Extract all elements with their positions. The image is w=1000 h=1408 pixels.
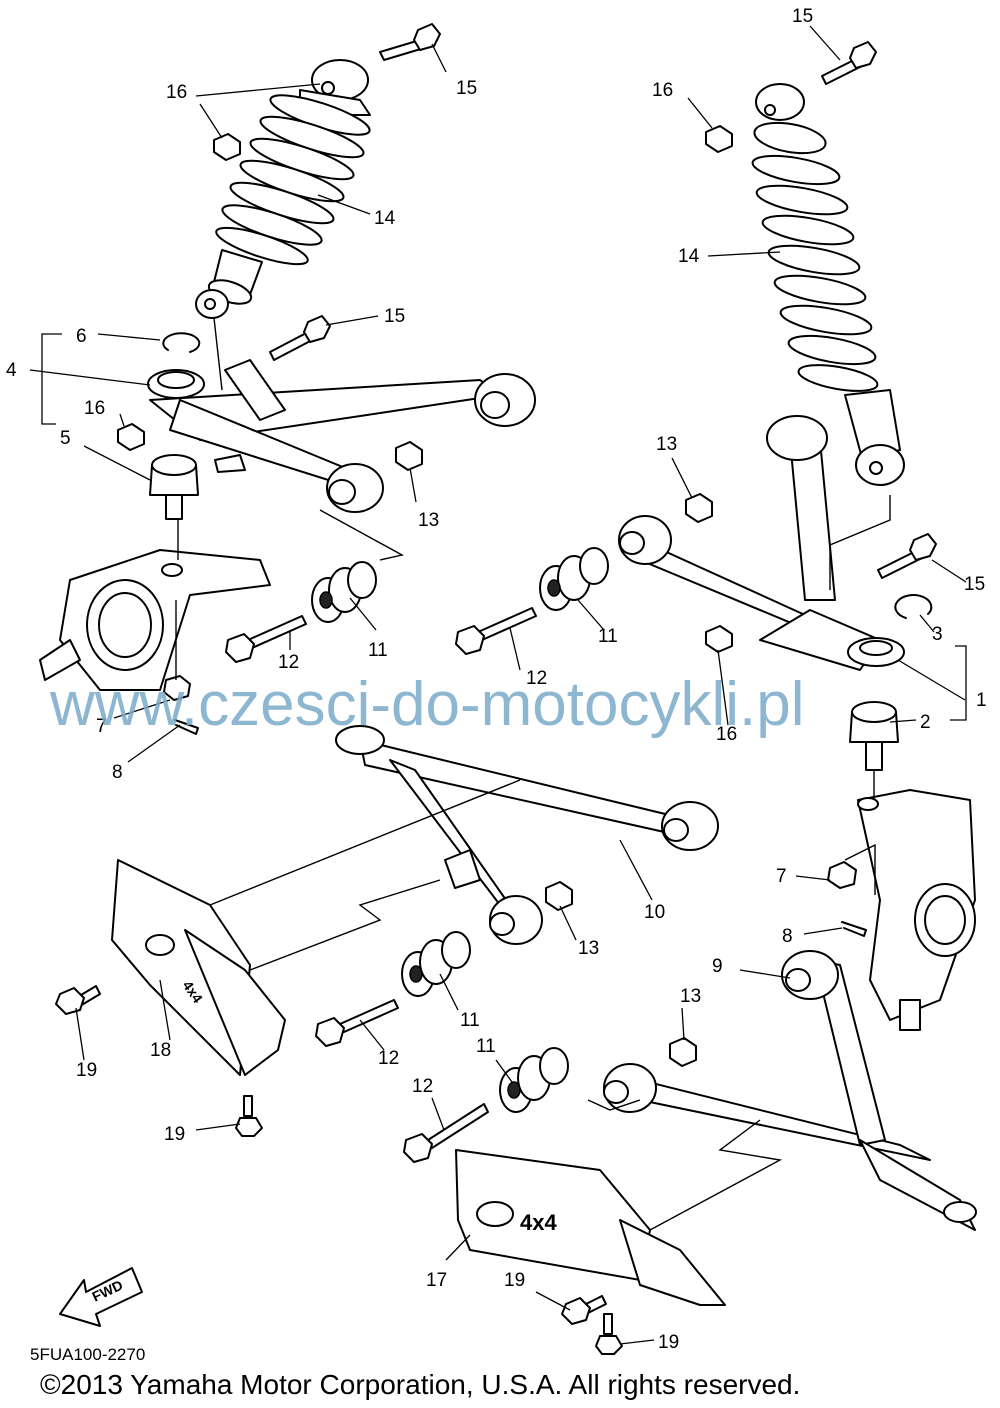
left-lower-nut-13 bbox=[545, 881, 573, 911]
left-shock-nut bbox=[213, 133, 241, 161]
label-7: 7 bbox=[96, 716, 107, 737]
label-12: 12 bbox=[378, 1048, 399, 1069]
left-lower-bushing bbox=[401, 931, 471, 997]
right-circlip bbox=[894, 594, 933, 619]
label-19: 19 bbox=[658, 1332, 679, 1353]
label-11: 11 bbox=[368, 640, 388, 661]
label-4: 4 bbox=[6, 360, 17, 381]
label-5: 5 bbox=[60, 428, 71, 449]
label-11: 11 bbox=[460, 1010, 480, 1031]
label-13: 13 bbox=[418, 510, 439, 531]
label-7: 7 bbox=[776, 866, 787, 887]
right-lower-arm bbox=[603, 950, 977, 1231]
label-12: 12 bbox=[278, 652, 299, 673]
label-16: 16 bbox=[716, 724, 737, 745]
label-8: 8 bbox=[112, 762, 123, 783]
right-arm-nut bbox=[705, 625, 733, 653]
right-shock-absorber bbox=[751, 83, 905, 486]
label-10: 10 bbox=[644, 902, 665, 923]
diagram-code: 5FUA100-2270 bbox=[30, 1345, 145, 1364]
right-upper-arm bbox=[618, 415, 905, 671]
label-15: 15 bbox=[964, 574, 985, 595]
right-arm-guard: 4x4 bbox=[455, 1149, 726, 1306]
right-knuckle bbox=[857, 789, 976, 1031]
left-upper-nut-13 bbox=[395, 441, 423, 471]
right-lower-bolt-12 bbox=[403, 1103, 489, 1163]
label-13: 13 bbox=[680, 986, 701, 1007]
label-18: 18 bbox=[150, 1040, 171, 1061]
left-knuckle bbox=[39, 549, 271, 691]
copyright-notice: ©2013 Yamaha Motor Corporation, U.S.A. A… bbox=[40, 1369, 800, 1400]
label-16: 16 bbox=[652, 80, 673, 101]
right-shock-nut bbox=[705, 125, 733, 153]
label-1: 1 bbox=[976, 690, 987, 711]
leader-lines bbox=[29, 25, 967, 1345]
label-6: 6 bbox=[76, 326, 87, 347]
left-circlip bbox=[162, 332, 201, 353]
right-ball-joint bbox=[849, 701, 899, 771]
centerlines bbox=[175, 495, 891, 1231]
left-lower-arm bbox=[335, 725, 719, 945]
right-bolt-12-upper bbox=[455, 607, 537, 655]
label-15: 15 bbox=[384, 306, 405, 327]
left-upper-arm bbox=[147, 359, 536, 513]
label-17: 17 bbox=[426, 1270, 447, 1291]
label-15: 15 bbox=[792, 6, 813, 27]
watermark: www.czesci-do-motocykli.pl bbox=[49, 670, 805, 739]
label-9: 9 bbox=[712, 956, 723, 977]
left-shock-upper-bolt bbox=[379, 23, 441, 61]
right-upper-arm-bolt bbox=[877, 533, 937, 579]
right-guard-bolt-lower bbox=[595, 1313, 623, 1355]
right-lower-nut-13 bbox=[669, 1037, 697, 1067]
left-arm-nut bbox=[117, 423, 145, 451]
fwd-arrow: FWD bbox=[59, 1267, 143, 1327]
label-12: 12 bbox=[526, 668, 547, 689]
left-guard-bolt-lower bbox=[235, 1095, 263, 1137]
label-12: 12 bbox=[412, 1076, 433, 1097]
label-8: 8 bbox=[782, 926, 793, 947]
left-ball-joint bbox=[149, 454, 199, 520]
right-upper-nut-13 bbox=[685, 493, 713, 523]
left-lower-bolt-12 bbox=[315, 999, 399, 1047]
label-2: 2 bbox=[920, 712, 931, 733]
label-14: 14 bbox=[374, 208, 396, 229]
label-13: 13 bbox=[656, 434, 677, 455]
label-16: 16 bbox=[84, 398, 105, 419]
left-guard-bolt-upper bbox=[55, 985, 101, 1015]
right-castle-nut bbox=[827, 861, 857, 889]
label-19: 19 bbox=[164, 1124, 185, 1145]
label-11: 11 bbox=[476, 1036, 496, 1057]
right-shock-upper-bolt bbox=[821, 41, 877, 85]
left-castle-nut bbox=[163, 675, 191, 701]
label-15: 15 bbox=[456, 78, 477, 99]
label-14: 14 bbox=[678, 246, 700, 267]
left-shock-absorber bbox=[195, 59, 371, 391]
right-lower-bushing bbox=[499, 1047, 569, 1113]
label-16: 16 bbox=[166, 82, 187, 103]
label-3: 3 bbox=[932, 624, 943, 645]
left-arm-guard: 4x4 bbox=[111, 859, 286, 1076]
right-cotter-pin bbox=[841, 921, 867, 937]
label-13: 13 bbox=[578, 938, 599, 959]
part-labels: 16 15 14 6 4 16 5 15 13 11 12 7 8 15 16 … bbox=[6, 6, 987, 1353]
label-11: 11 bbox=[598, 626, 618, 647]
right-bushing-upper bbox=[539, 547, 609, 611]
label-19: 19 bbox=[76, 1060, 97, 1081]
label-19: 19 bbox=[504, 1270, 525, 1291]
left-bolt-12 bbox=[225, 615, 307, 663]
left-bushing bbox=[311, 561, 377, 623]
left-cotter-pin bbox=[174, 719, 199, 735]
left-upper-arm-bolt bbox=[269, 315, 331, 361]
svg-text:4x4: 4x4 bbox=[520, 1210, 557, 1235]
right-guard-bolt-upper bbox=[561, 1295, 607, 1325]
